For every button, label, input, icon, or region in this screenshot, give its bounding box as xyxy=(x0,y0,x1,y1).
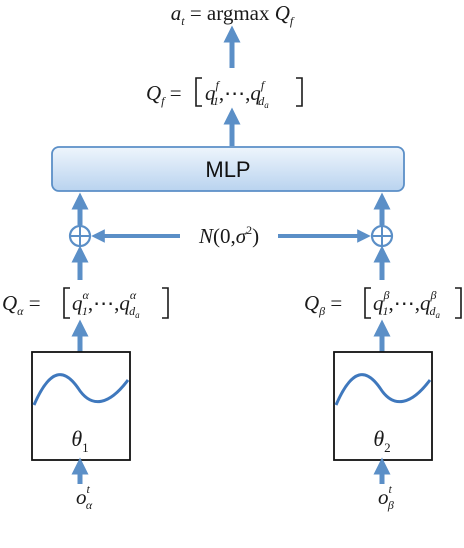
qd-symbol: q xyxy=(250,81,261,105)
right-bracket xyxy=(455,287,462,319)
qd-sub-subscript: a xyxy=(264,100,269,110)
q1-symbol: q xyxy=(205,81,216,105)
qd-subscript: d xyxy=(258,94,265,108)
qbeta-symbol: Q xyxy=(304,291,319,315)
argmax-operator: argmax xyxy=(207,1,275,25)
qd-subscript: d xyxy=(129,304,136,318)
left-bracket xyxy=(195,77,202,107)
ellipsis: ,⋯, xyxy=(88,291,120,315)
obs-superscript: t xyxy=(389,482,393,496)
q1-superscript: β xyxy=(383,288,390,302)
obs-symbol: o xyxy=(378,485,389,509)
qd-symbol: q xyxy=(119,291,130,315)
qbeta-subscript: β xyxy=(318,304,325,318)
right-bracket xyxy=(296,77,303,107)
qd-subscript: d xyxy=(429,304,436,318)
comma: , xyxy=(230,224,235,248)
qf-subscript: f xyxy=(161,94,166,108)
theta-symbol: θ xyxy=(373,426,384,451)
open-paren: ( xyxy=(213,224,220,248)
obs-subscript: α xyxy=(86,498,93,512)
qf-symbol: Q xyxy=(146,81,161,105)
action-symbol: a xyxy=(171,1,182,25)
q-symbol: Q xyxy=(275,1,290,25)
mean-value: 0 xyxy=(220,224,231,248)
network-box-1: θ1 xyxy=(31,351,131,461)
qd-sub-subscript: a xyxy=(135,310,140,320)
svg-text:Qβ =: Qβ = xyxy=(304,291,342,318)
q1-subscript: 1 xyxy=(382,304,388,318)
normal-symbol: N xyxy=(198,224,214,248)
equals-sign: = xyxy=(325,291,342,315)
equals-sign: = xyxy=(23,291,40,315)
svg-text:θ2: θ2 xyxy=(373,426,390,455)
qalpha-symbol: Q xyxy=(2,291,17,315)
theta-subscript: 2 xyxy=(384,440,391,455)
action-subscript: t xyxy=(181,14,185,28)
q1-symbol: q xyxy=(72,291,83,315)
obs-subscript: β xyxy=(387,498,394,512)
mlp-block: MLP xyxy=(51,146,405,192)
equals-sign: = xyxy=(185,1,207,25)
svg-text:Qα =: Qα = xyxy=(2,291,41,318)
qd-superscript: f xyxy=(261,78,266,92)
right-bracket xyxy=(162,287,169,319)
theta-subscript: 1 xyxy=(82,440,89,455)
left-bracket xyxy=(63,287,70,319)
qd-symbol: q xyxy=(420,291,431,315)
svg-text:θ1: θ1 xyxy=(71,426,88,455)
obs-superscript: t xyxy=(87,482,91,496)
qd-superscript: α xyxy=(130,288,137,302)
obs-symbol: o xyxy=(76,485,87,509)
q1-subscript: 1 xyxy=(213,94,219,108)
q1-superscript: α xyxy=(83,288,90,302)
sigma-exponent: 2 xyxy=(246,223,252,237)
ellipsis: ,⋯, xyxy=(388,291,420,315)
svg-text:Qf =: Qf = xyxy=(146,81,182,108)
wave-icon xyxy=(32,373,130,406)
q1-symbol: q xyxy=(373,291,384,315)
q1-superscript: f xyxy=(216,78,221,92)
q-subscript: f xyxy=(290,14,295,28)
ellipsis: ,⋯, xyxy=(219,81,251,105)
network-box-2: θ2 xyxy=(333,351,433,461)
sigma-symbol: σ xyxy=(236,224,248,248)
equals-sign: = xyxy=(165,81,182,105)
sum-node-left xyxy=(68,224,92,248)
qalpha-subscript: α xyxy=(17,304,24,318)
qd-sub-subscript: a xyxy=(435,310,440,320)
q1-subscript: 1 xyxy=(82,304,88,318)
theta-symbol: θ xyxy=(71,426,82,451)
mlp-label: MLP xyxy=(205,157,250,182)
action-formula: at = argmax Qf xyxy=(171,1,295,28)
qd-superscript: β xyxy=(429,288,436,302)
noise-distribution: N(0,σ2) xyxy=(198,223,259,248)
sum-node-right xyxy=(370,224,394,248)
wave-icon xyxy=(334,373,432,406)
left-bracket xyxy=(364,287,371,319)
close-paren: ) xyxy=(252,224,259,248)
